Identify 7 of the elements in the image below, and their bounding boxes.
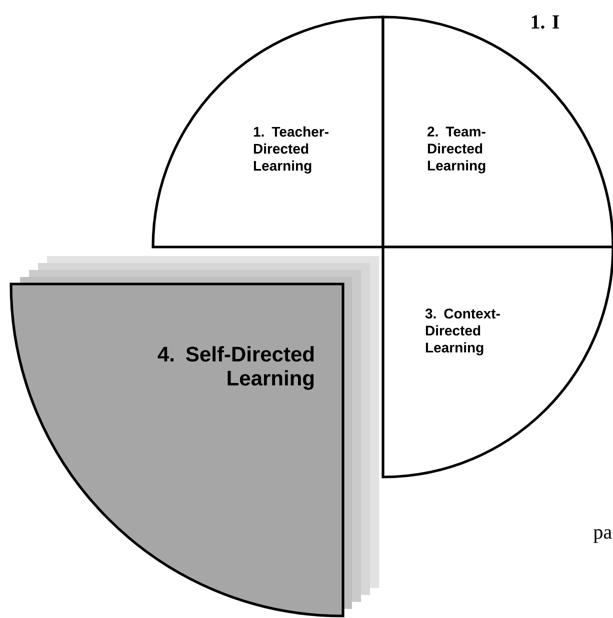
quadrant-sector: 3. Context- Directed Learning [382, 246, 613, 478]
cut-off-text: pa [594, 529, 612, 543]
node-label: 2. Team- Directed Learning [427, 126, 486, 174]
cut-off-text: 1. I [532, 15, 559, 29]
node-label: 3. Context- Directed Learning [425, 308, 500, 356]
quadrant-sector: 4. Self-Directed Learning [10, 282, 344, 618]
quadrant-sector: 1. Teacher- Directed Learning [152, 16, 384, 248]
